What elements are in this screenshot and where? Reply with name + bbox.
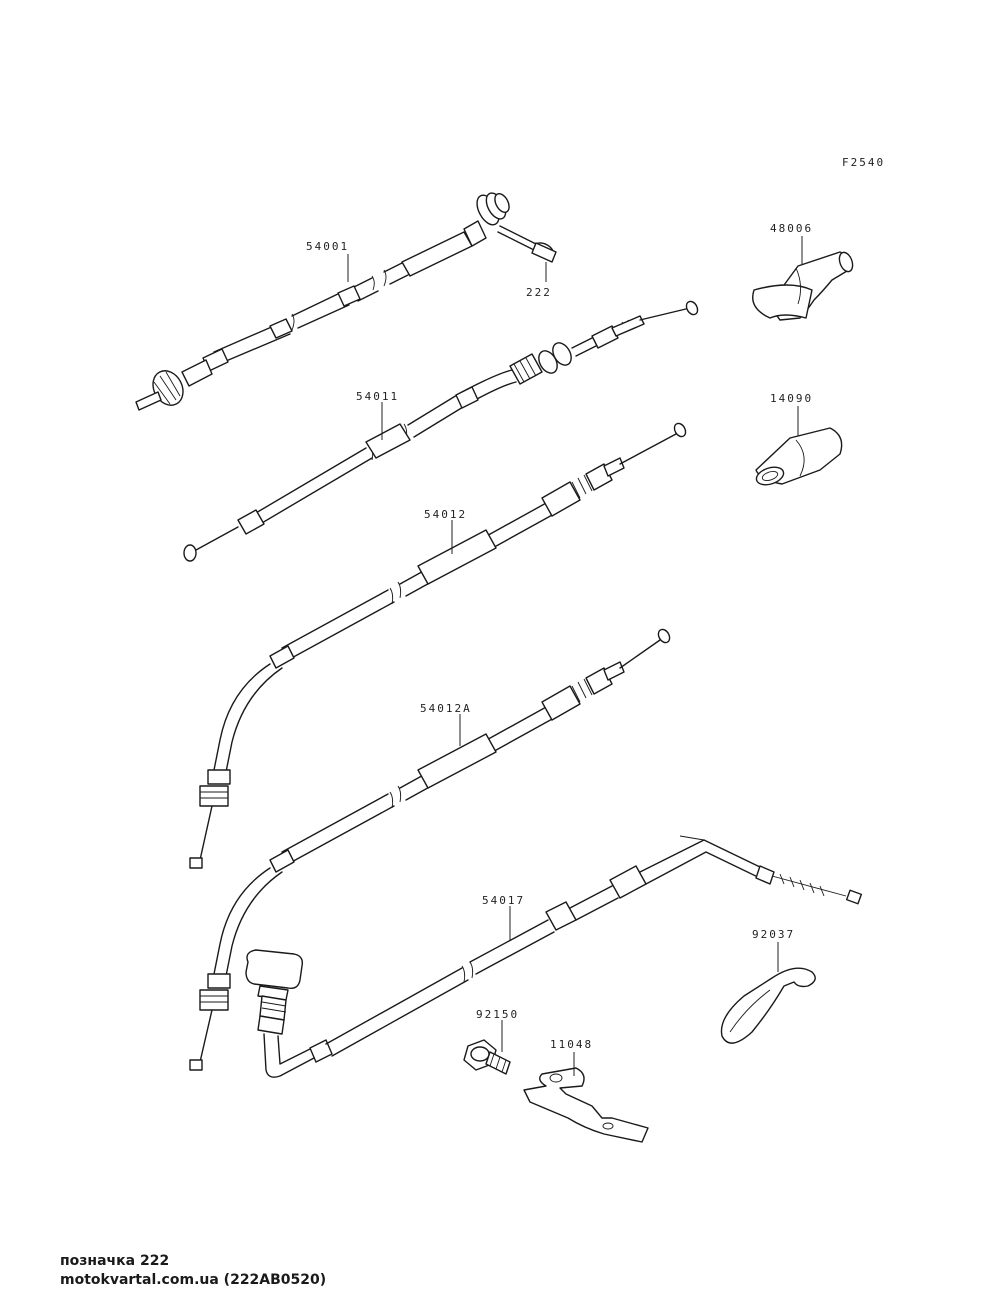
watermark-tag: позначка 222 (60, 1253, 170, 1269)
cover-14090-part (755, 427, 843, 486)
clamp-92037-part (720, 967, 816, 1044)
bolt-92150-part (463, 1039, 511, 1075)
label-48006: 48006 (770, 222, 813, 235)
clutch-cable-54012A-part (189, 628, 671, 1071)
label-54017: 54017 (482, 894, 525, 907)
label-54012A: 54012A (420, 702, 472, 715)
label-92037: 92037 (752, 928, 795, 941)
label-54011: 54011 (356, 390, 399, 403)
throttle-cable-54011-part (183, 300, 699, 562)
bracket-11048-part (523, 1067, 649, 1143)
figure-code: F2540 (842, 156, 885, 169)
label-54001: 54001 (306, 240, 349, 253)
label-14090: 14090 (770, 392, 813, 405)
cover-48006-part (752, 251, 854, 321)
label-11048: 11048 (550, 1038, 593, 1051)
screw-part (497, 225, 557, 263)
clutch-cable-54012-part (189, 422, 687, 869)
watermark-source: motokvartal.com.ua (222AB0520) (60, 1272, 327, 1288)
label-54012: 54012 (424, 508, 467, 521)
speedometer-cable-part (135, 192, 510, 411)
label-92150: 92150 (476, 1008, 519, 1021)
choke-cable-part (245, 835, 863, 1078)
label-222: 222 (526, 286, 552, 299)
